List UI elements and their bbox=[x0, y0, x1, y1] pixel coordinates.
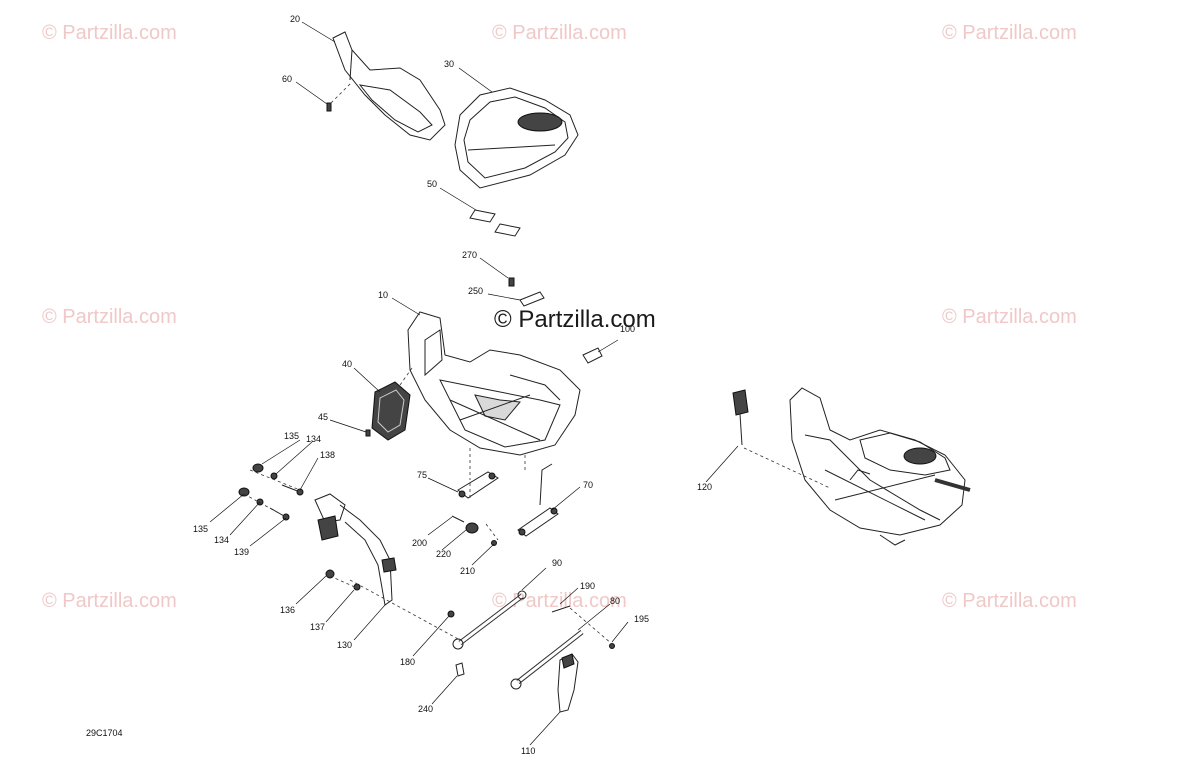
callout-label: 240 bbox=[418, 704, 433, 714]
watermark: © Partzilla.com bbox=[942, 22, 1077, 44]
watermark: © Partzilla.com bbox=[942, 306, 1077, 328]
callout-label: 120 bbox=[697, 482, 712, 492]
callout-label: 60 bbox=[282, 74, 292, 84]
part-130-retractor[interactable] bbox=[314, 493, 397, 606]
part-100-clip[interactable] bbox=[582, 347, 603, 364]
part-190-bolt[interactable] bbox=[551, 605, 571, 613]
part-136-bolt[interactable] bbox=[325, 569, 335, 579]
part-90-rod[interactable] bbox=[452, 590, 527, 650]
callout-label: 270 bbox=[462, 250, 477, 260]
part-200-pin[interactable] bbox=[451, 515, 465, 523]
part-138-spacer[interactable] bbox=[281, 484, 304, 496]
part-137-washer[interactable] bbox=[353, 583, 361, 591]
callout-label: 10 bbox=[378, 290, 388, 300]
callout-label: 190 bbox=[580, 581, 595, 591]
callout-label: 210 bbox=[460, 566, 475, 576]
center-watermark: © Partzilla.com bbox=[494, 306, 656, 333]
watermark: © Partzilla.com bbox=[42, 590, 177, 612]
callout-label: 100 bbox=[620, 324, 635, 334]
watermark: © Partzilla.com bbox=[492, 22, 627, 44]
part-80-rod[interactable] bbox=[510, 630, 584, 690]
part-240-clip[interactable] bbox=[455, 662, 465, 677]
assembly-lines bbox=[243, 469, 613, 645]
callout-label: 75 bbox=[417, 470, 427, 480]
part-210-nut[interactable] bbox=[491, 540, 497, 546]
leader-lines bbox=[209, 21, 739, 746]
callout-label: 50 bbox=[427, 179, 437, 189]
part-45-screw[interactable] bbox=[365, 429, 371, 437]
callout-label: 137 bbox=[310, 622, 325, 632]
callout-label: 180 bbox=[400, 657, 415, 667]
callout-label: 135 bbox=[284, 431, 299, 441]
watermark: © Partzilla.com bbox=[42, 306, 177, 328]
callout-label: 200 bbox=[412, 538, 427, 548]
part-135-bolt[interactable] bbox=[238, 463, 264, 497]
callout-label: 90 bbox=[552, 558, 562, 568]
part-134-washer[interactable] bbox=[256, 472, 278, 506]
callout-label: 250 bbox=[468, 286, 483, 296]
part-110-buckle[interactable] bbox=[557, 653, 579, 713]
callout-label: 134 bbox=[306, 434, 321, 444]
callout-label: 40 bbox=[342, 359, 352, 369]
callouts: 20 60 30 50 270 250 10 100 40 45 75 70 1… bbox=[193, 14, 712, 756]
diagram-code: 29C1704 bbox=[86, 728, 123, 738]
part-10-seat-frame[interactable] bbox=[407, 311, 581, 480]
watermark: © Partzilla.com bbox=[42, 22, 177, 44]
part-120-seat-assembly[interactable] bbox=[732, 387, 971, 546]
part-50-pads[interactable] bbox=[469, 209, 521, 237]
part-60-screw[interactable] bbox=[326, 81, 353, 112]
part-270-screw[interactable] bbox=[508, 277, 515, 287]
callout-label: 45 bbox=[318, 412, 328, 422]
callout-label: 80 bbox=[610, 596, 620, 606]
callout-label: 195 bbox=[634, 614, 649, 624]
part-250-clip[interactable] bbox=[519, 291, 545, 307]
part-40-side-panel[interactable] bbox=[371, 367, 413, 441]
watermark: © Partzilla.com bbox=[942, 590, 1077, 612]
part-30-cushion[interactable] bbox=[454, 87, 579, 189]
callout-label: 130 bbox=[337, 640, 352, 650]
part-20-backrest[interactable] bbox=[332, 31, 446, 141]
callout-label: 138 bbox=[320, 450, 335, 460]
callout-label: 139 bbox=[234, 547, 249, 557]
callout-label: 134 bbox=[214, 535, 229, 545]
callout-label: 110 bbox=[521, 746, 535, 756]
part-180-bushing[interactable] bbox=[447, 610, 455, 618]
callout-label: 135 bbox=[193, 524, 208, 534]
callout-label: 220 bbox=[436, 549, 451, 559]
callout-label: 136 bbox=[280, 605, 295, 615]
part-70-bracket[interactable] bbox=[517, 463, 559, 537]
part-75-bracket[interactable] bbox=[457, 471, 499, 499]
callout-label: 30 bbox=[444, 59, 454, 69]
callout-label: 70 bbox=[583, 480, 593, 490]
part-220-bushing[interactable] bbox=[465, 522, 479, 534]
part-195-nut[interactable] bbox=[609, 643, 615, 649]
callout-label: 20 bbox=[290, 14, 300, 24]
